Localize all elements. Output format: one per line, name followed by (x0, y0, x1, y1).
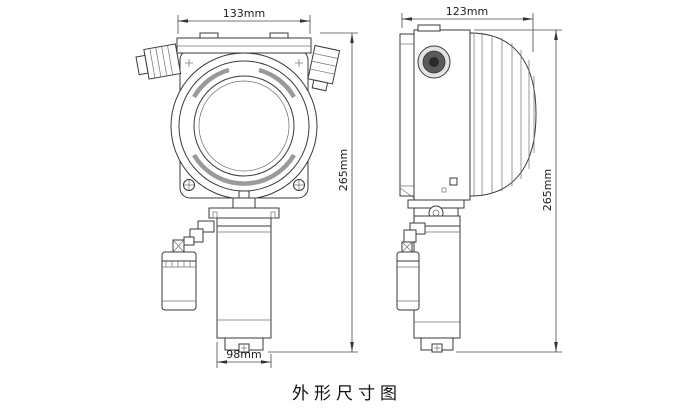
front-calibration-cup (161, 220, 215, 311)
front-top-bracket (176, 32, 312, 54)
dim-front-height: 265mm (268, 32, 358, 353)
dim-label-front-height: 265mm (337, 149, 350, 191)
front-clamp-arc (258, 67, 296, 99)
front-clamp-arc (192, 153, 296, 186)
front-view (135, 32, 341, 353)
side-cable-entry (417, 45, 451, 79)
side-front-plate (399, 33, 415, 199)
dim-side-height: 265mm (456, 29, 562, 353)
dim-label-front-width: 133mm (223, 7, 265, 20)
dim-label-side-height: 265mm (541, 169, 554, 211)
front-mounting-holes (183, 59, 305, 191)
front-cable-gland-left (135, 43, 182, 80)
dim-label-side-width: 123mm (446, 5, 488, 18)
dim-bottom-width: 98mm (216, 342, 272, 368)
dim-front-width: 133mm (177, 7, 311, 34)
front-window (193, 75, 295, 177)
dim-label-bottom-width: 98mm (226, 348, 261, 361)
drawing-title: 外形尺寸图 (292, 384, 402, 404)
front-clamp-arc (192, 67, 230, 99)
side-rear-cover (469, 32, 537, 197)
front-cable-gland-right (307, 44, 341, 92)
dim-side-width: 123mm (401, 5, 534, 52)
side-view (396, 24, 537, 353)
front-sensor-housing (208, 190, 280, 353)
side-calibration-cup (396, 222, 426, 311)
